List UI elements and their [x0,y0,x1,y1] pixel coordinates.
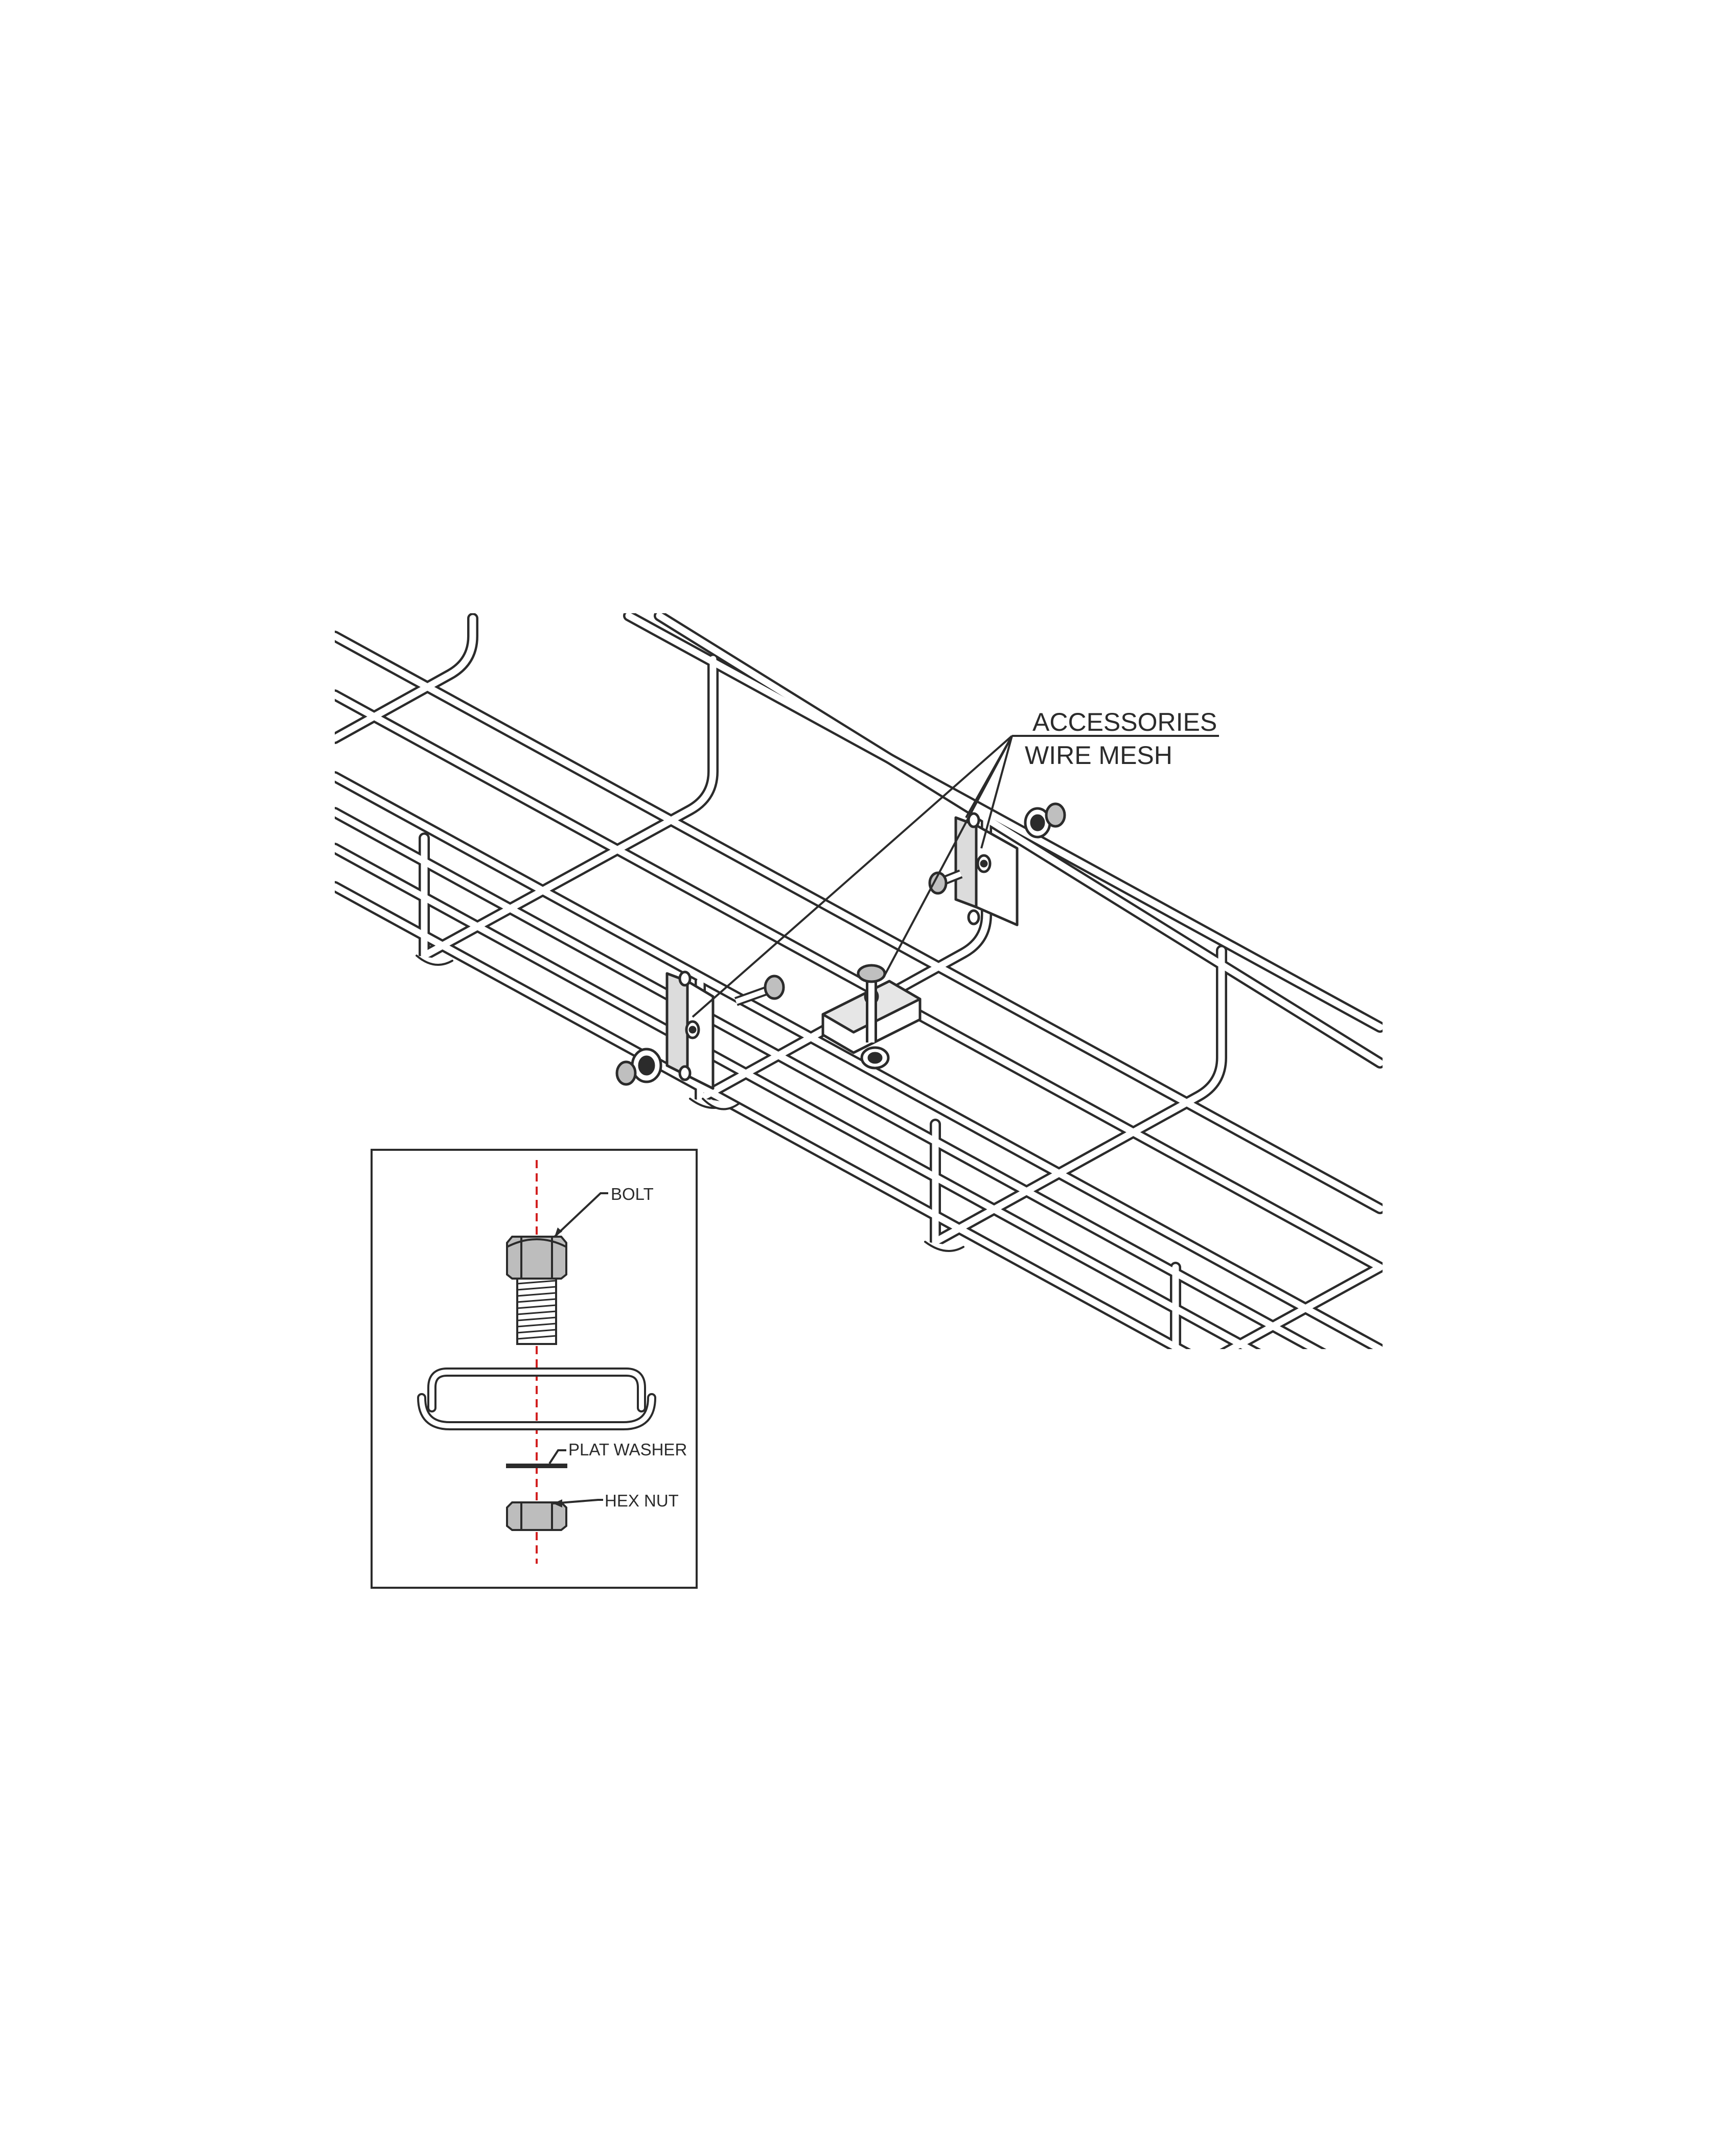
wire-mesh-label: WIRE MESH [1025,741,1172,770]
hardware-detail-inset: BOLT PLAT WASHER HEX NUT [371,1149,698,1589]
right-plate-bolt-bottom [928,869,963,895]
right-plate-bolt-top [1024,802,1066,839]
left-splice-plate [615,970,785,1090]
bolt-drawing [506,1236,567,1345]
wire-clamp-drawing [417,1367,656,1430]
flat-washer-leader [548,1449,566,1465]
hex-nut-label: HEX NUT [605,1491,679,1510]
hex-nut-drawing [506,1501,567,1531]
splice-accessories [615,802,1066,1090]
flat-washer-label: PLAT WASHER [568,1440,687,1459]
center-floor-clamp [821,964,922,1070]
hex-nut-leader [553,1499,603,1504]
bolt-leader [554,1192,608,1238]
wire-mesh-cable-tray [335,613,1383,1349]
center-clamp-bolt [857,964,890,1070]
leader-lines [692,735,1219,1018]
flat-washer-drawing [506,1464,567,1468]
bolt-label: BOLT [611,1185,654,1203]
right-splice-plate [928,802,1066,926]
left-plate-bolt-bottom [615,1048,662,1086]
accessories-label: ACCESSORIES [1032,708,1217,736]
left-plate-bolt-top [734,975,785,1006]
